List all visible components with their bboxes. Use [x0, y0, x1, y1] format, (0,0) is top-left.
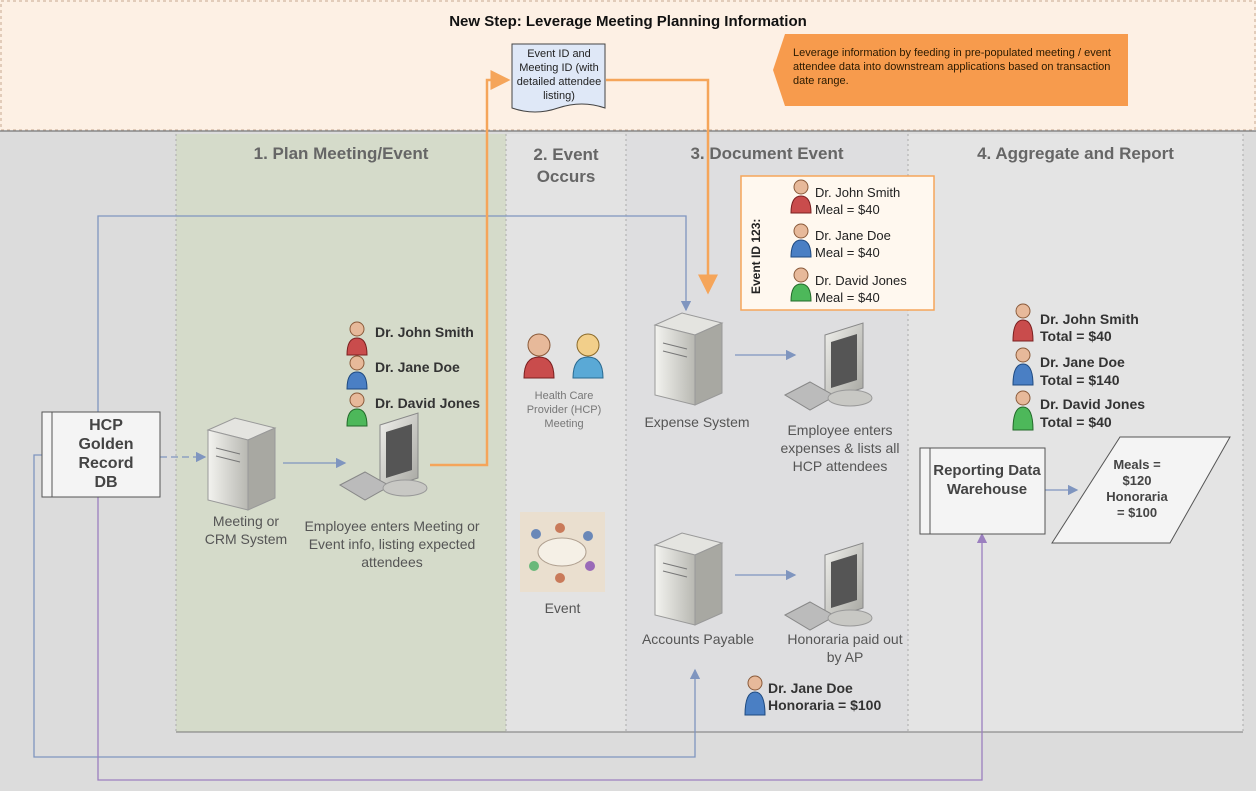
banner-title: New Step: Leverage Meeting Planning Info…: [449, 13, 807, 30]
event-attendee-name: Dr. John Smith: [815, 185, 901, 200]
output-label: Meals = $120 Honoraria = $100: [1092, 457, 1182, 521]
expense-computer-icon: [783, 322, 873, 411]
event-id-document-text: Event ID and Meeting ID (with detailed a…: [516, 48, 602, 102]
hcp-meeting-icon: [523, 333, 604, 379]
column-heading-aggregate: 4. Aggregate and Report: [977, 144, 1174, 163]
event-attendee-name: Dr. David Jones: [815, 273, 907, 288]
event-id-document-shape: [511, 43, 606, 113]
event-id-heading: Event ID 123:: [749, 218, 763, 294]
person-green-icon: [1012, 390, 1034, 431]
person-blue-icon: [744, 675, 766, 716]
output-line: Honoraria: [1106, 489, 1168, 504]
honoraria-computer-icon: [783, 542, 873, 631]
person-red-icon: [790, 179, 812, 214]
total-amount: Total = $40: [1040, 414, 1112, 430]
total-name: Dr. David Jones: [1040, 396, 1146, 412]
crm-server-icon: [206, 417, 277, 511]
total-amount: Total = $40: [1040, 328, 1112, 344]
person-red-icon: [346, 321, 368, 356]
honoraria-amount: Honoraria = $100: [768, 697, 882, 713]
honoraria-label: Honoraria paid out by AP: [787, 631, 903, 665]
expense-system-label: Expense System: [644, 414, 750, 430]
output-line: = $100: [1116, 505, 1158, 520]
person-blue-icon: [346, 355, 368, 390]
event-attendee-detail: Meal = $40: [815, 245, 880, 260]
event-attendee-name: Dr. Jane Doe: [815, 228, 891, 243]
banner-border: [0, 0, 1256, 131]
hcp-db-box: [41, 411, 161, 498]
hcp-to-ap-line: [33, 454, 701, 758]
accounts-payable-label: Accounts Payable: [641, 631, 755, 647]
person-green-icon: [346, 392, 368, 427]
hcp-db-label: HCP Golden Record DB: [54, 416, 158, 492]
employee-to-document-line: [430, 70, 511, 467]
leverage-callout-text: Leverage information by feeding in pre-p…: [793, 47, 1111, 87]
hcp-db-line: Record: [78, 455, 134, 472]
plan-computer-icon: [338, 412, 428, 501]
event-photo-icon: [520, 512, 605, 592]
document-to-expense-line: [606, 78, 718, 295]
output-line: $120: [1122, 473, 1152, 488]
hcp-db-line: DB: [94, 474, 118, 491]
total-name: Dr. Jane Doe: [1040, 354, 1125, 370]
hcp-db-line: Golden: [78, 436, 134, 453]
occurs-column-bg: [506, 134, 626, 732]
event-attendee-detail: Meal = $40: [815, 290, 880, 305]
plan-employee-label: Employee enters Meeting or Event info, l…: [304, 518, 480, 570]
total-amount: Total = $140: [1040, 372, 1120, 388]
aggregate-column-bg: [908, 134, 1243, 732]
warehouse-box: [919, 447, 1046, 535]
person-green-icon: [790, 267, 812, 302]
crm-system-label: Meeting or CRM System: [204, 513, 288, 547]
hcp-to-expense-line: [97, 215, 692, 415]
hcp-db-line: HCP: [89, 417, 123, 434]
expense-employee-label: Employee enters expenses & lists all HCP…: [780, 422, 900, 474]
person-blue-icon: [790, 223, 812, 258]
event-label: Event: [544, 600, 581, 616]
leverage-callout-shape: [773, 34, 1128, 106]
output-parallelogram: [1051, 436, 1231, 544]
hcp-to-warehouse-line: [97, 497, 988, 781]
plan-attendee: Dr. Jane Doe: [375, 359, 460, 375]
hcp-meeting-label: Health Care Provider (HCP) Meeting: [526, 390, 602, 430]
column-heading-plan: 1. Plan Meeting/Event: [253, 144, 429, 163]
event-attendee-detail: Meal = $40: [815, 202, 880, 217]
person-red-icon: [1012, 303, 1034, 342]
expense-server-icon: [653, 312, 724, 406]
column-heading-document: 3. Document Event: [690, 144, 844, 163]
event-id-box: [740, 175, 935, 311]
column-heading-occurs: 2. Event Occurs: [533, 145, 599, 186]
honoraria-person: Dr. Jane Doe: [768, 680, 853, 696]
ap-server-icon: [653, 532, 724, 626]
output-line: Meals =: [1113, 457, 1161, 472]
person-blue-icon: [1012, 347, 1034, 386]
plan-attendee: Dr. David Jones: [375, 395, 481, 411]
total-name: Dr. John Smith: [1040, 311, 1139, 327]
warehouse-label: Reporting Data Warehouse: [933, 462, 1041, 498]
plan-attendee: Dr. John Smith: [375, 324, 474, 340]
